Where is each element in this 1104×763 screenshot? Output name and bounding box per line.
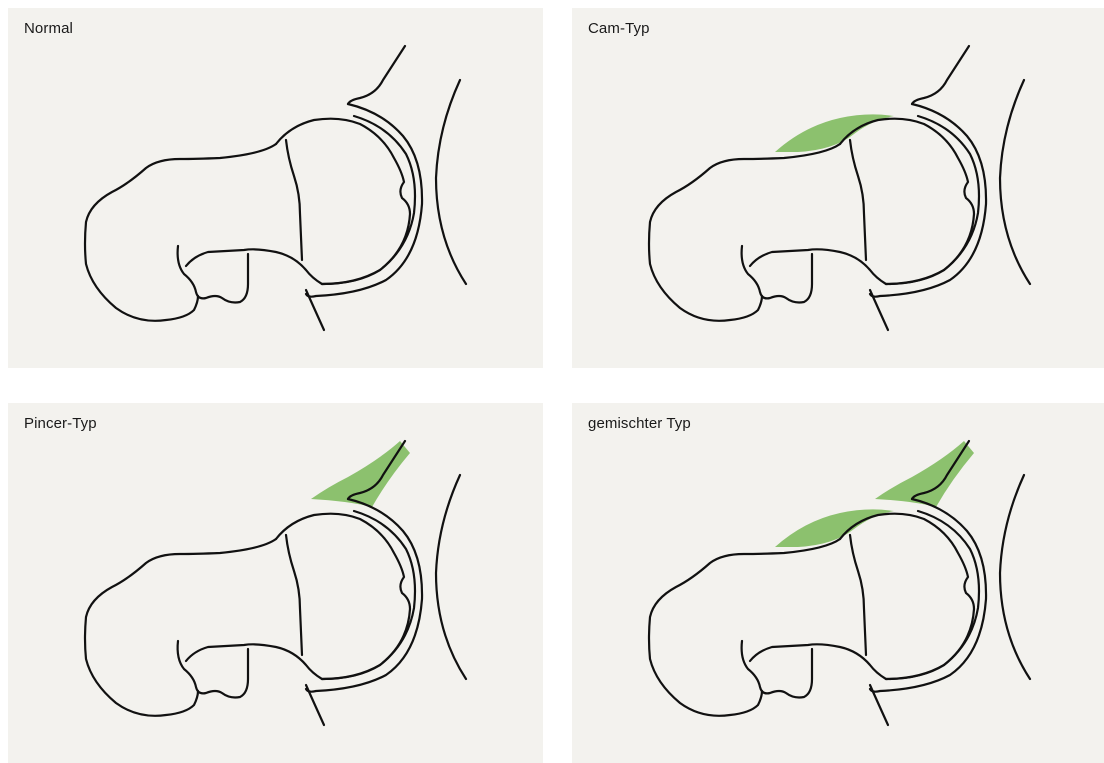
panel-label: Pincer-Typ xyxy=(24,415,97,432)
hip-diagram-mixed-type xyxy=(572,403,1104,763)
panel-mixed-type: gemischter Typ xyxy=(572,403,1104,763)
panel-normal: Normal xyxy=(8,8,543,368)
panel-label: gemischter Typ xyxy=(588,415,691,432)
panel-pincer-type: Pincer-Typ xyxy=(8,403,543,763)
panel-cam-type: Cam-Typ xyxy=(572,8,1104,368)
pincer-lesion-highlight xyxy=(875,441,974,507)
panel-label: Normal xyxy=(24,20,73,37)
panel-label: Cam-Typ xyxy=(588,20,650,37)
pincer-lesion-highlight xyxy=(311,441,410,507)
hip-diagram-pincer-type xyxy=(8,403,543,763)
hip-diagram-cam-type xyxy=(572,8,1104,368)
hip-diagram-normal xyxy=(8,8,543,368)
